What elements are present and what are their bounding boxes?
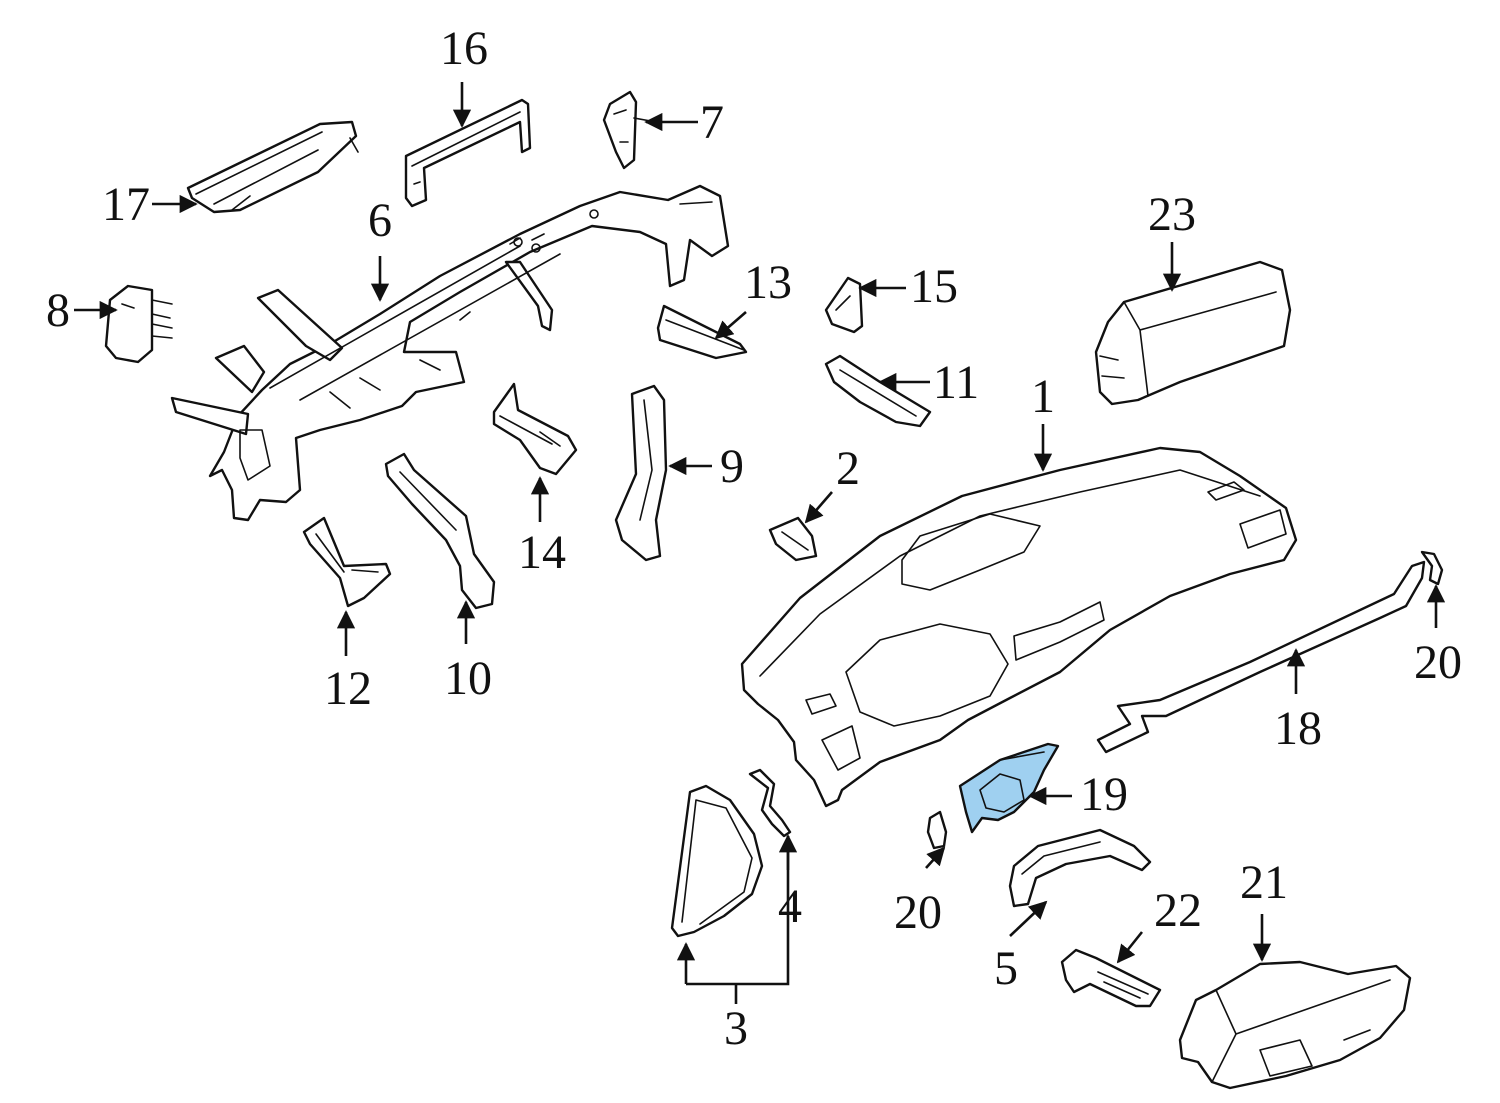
- callout-19: 19: [1080, 768, 1128, 821]
- callout-6: 6: [368, 194, 392, 247]
- callout-8: 8: [46, 284, 70, 337]
- callout-20-right: 20: [1414, 636, 1462, 689]
- callout-20-left: 20: [894, 886, 942, 939]
- part-21-glove-box: [1178, 960, 1412, 1090]
- part-8-bracket: [104, 284, 173, 364]
- part-15-bracket: [824, 276, 864, 334]
- part-18-trim-strip: [1096, 560, 1426, 754]
- callout-7: 7: [700, 96, 724, 149]
- callout-17: 17: [102, 178, 150, 231]
- part-14-bracket: [492, 382, 578, 476]
- callout-13: 13: [744, 256, 792, 309]
- callout-22: 22: [1154, 884, 1202, 937]
- part-13-bracket: [656, 304, 748, 360]
- callout-15: 15: [910, 260, 958, 313]
- part-11-bracket: [824, 354, 932, 428]
- part-12-support: [302, 516, 392, 608]
- part-19-column-cover: [958, 742, 1060, 834]
- part-4-trim: [748, 768, 792, 838]
- part-20-seal-left: [926, 810, 948, 850]
- callout-labels: 1 2 3 4 5 6 7 8 9 10 11 12 13 14 15 16 1…: [46, 22, 1462, 1055]
- callout-23: 23: [1148, 188, 1196, 241]
- part-17-defroster-duct: [186, 120, 359, 214]
- callout-2: 2: [836, 442, 860, 495]
- part-5-bezel: [1008, 828, 1152, 908]
- callout-16: 16: [440, 22, 488, 75]
- callout-12: 12: [324, 662, 372, 715]
- callout-11: 11: [933, 356, 979, 409]
- part-10-brace: [384, 452, 496, 610]
- part-3-side-cover: [670, 784, 764, 938]
- part-20-seal-right: [1420, 550, 1444, 586]
- callout-3: 3: [724, 1002, 748, 1055]
- callout-5: 5: [994, 942, 1018, 995]
- part-1-instrument-panel: [740, 446, 1298, 808]
- callout-1: 1: [1031, 370, 1055, 423]
- part-2-clip: [768, 516, 818, 562]
- part-22-latch: [1060, 948, 1162, 1008]
- callout-10: 10: [444, 652, 492, 705]
- callout-14: 14: [518, 526, 566, 579]
- part-6-cross-car-beam: [170, 184, 730, 522]
- callout-4: 4: [778, 880, 802, 933]
- callout-21: 21: [1240, 856, 1288, 909]
- callout-18: 18: [1274, 702, 1322, 755]
- leader-lines: [74, 82, 1446, 1004]
- callout-9: 9: [720, 440, 744, 493]
- part-23-airbag-module: [1094, 260, 1292, 406]
- part-9-brace: [614, 384, 668, 562]
- part-7-bracket: [602, 90, 657, 170]
- part-16-bracket: [404, 98, 532, 208]
